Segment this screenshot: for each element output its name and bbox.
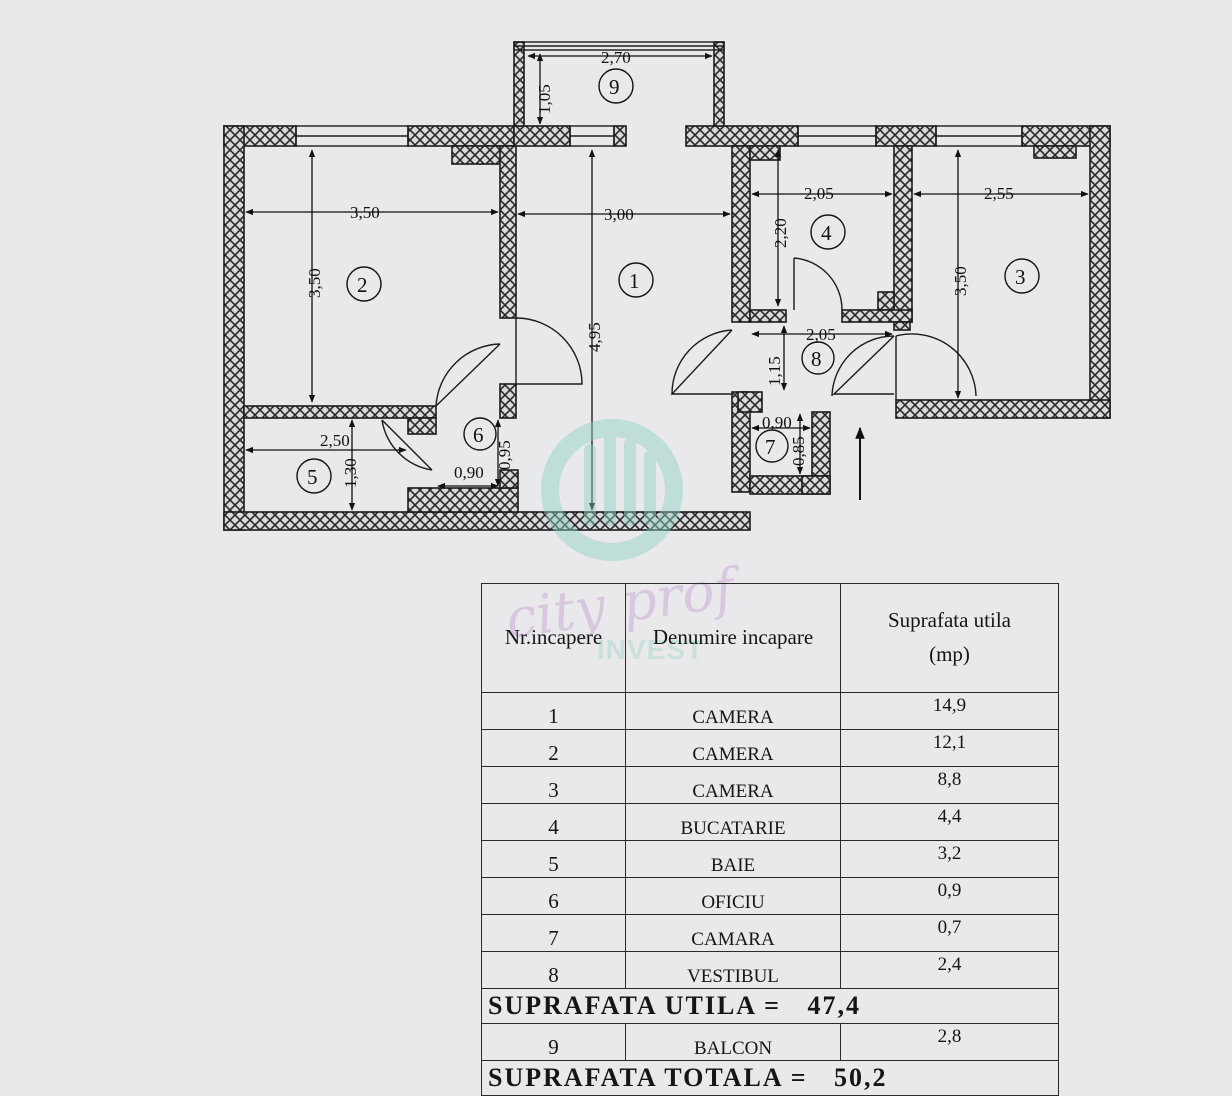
table-row: 4 BUCATARIE 4,4 <box>481 803 1059 841</box>
door-swings <box>381 257 977 471</box>
dim-room1-width: 3,00 <box>604 205 634 224</box>
dim-room2-width: 3,50 <box>350 203 380 222</box>
room-number-5: 5 <box>307 465 318 489</box>
row-nr: 1 <box>481 692 626 730</box>
total-value: 50,2 <box>834 1063 888 1092</box>
room-number-2: 2 <box>357 273 368 297</box>
row-nr: 9 <box>481 1023 626 1061</box>
table-row: 2 CAMERA 12,1 <box>481 729 1059 767</box>
row-nr: 8 <box>481 951 626 989</box>
dim-room8-width: 2,05 <box>806 325 836 344</box>
row-name: BUCATARIE <box>625 803 841 841</box>
subtotal-label: SUPRAFATA UTILA = <box>488 991 781 1020</box>
room-area-table: Nr.incapere Denumire incapare Suprafata … <box>481 583 1059 1096</box>
dim-room7-width: 0,90 <box>762 413 792 432</box>
table-row: 7 CAMARA 0,7 <box>481 914 1059 952</box>
dim-room4-width: 2,05 <box>804 184 834 203</box>
dim-room2-height: 3,50 <box>305 268 324 298</box>
header-name: Denumire incapare <box>625 583 841 693</box>
table-row: 1 CAMERA 14,9 <box>481 692 1059 730</box>
watermark-logo <box>541 419 683 561</box>
row-area: 14,9 <box>840 692 1059 730</box>
dim-room7-height: 0,85 <box>789 436 808 466</box>
row-nr: 4 <box>481 803 626 841</box>
table-row: 5 BAIE 3,2 <box>481 840 1059 878</box>
total-cell: SUPRAFATA TOTALA = 50,2 <box>481 1060 1059 1096</box>
row-name: CAMERA <box>625 729 841 767</box>
floor-plan: 2,70 1,05 3,50 3,50 3,00 4,95 2,05 2,20 … <box>223 41 1111 561</box>
total-row: SUPRAFATA TOTALA = 50,2 <box>481 1060 1059 1096</box>
row-nr: 5 <box>481 840 626 878</box>
row-name: VESTIBUL <box>625 951 841 989</box>
dimension-lines <box>245 52 1089 511</box>
room-number-8: 8 <box>811 347 822 371</box>
table-header-row: Nr.incapere Denumire incapare Suprafata … <box>481 583 1059 693</box>
room-number-3: 3 <box>1015 265 1026 289</box>
dim-room4-height: 2,20 <box>771 218 790 248</box>
room-number-4: 4 <box>821 221 832 245</box>
row-area: 3,2 <box>840 840 1059 878</box>
row-nr: 3 <box>481 766 626 804</box>
dim-balcony-depth: 1,05 <box>535 84 554 114</box>
subtotal-cell: SUPRAFATA UTILA = 47,4 <box>481 988 1059 1024</box>
dim-room5-height: 1,30 <box>341 458 360 488</box>
dim-room6-height: 0,95 <box>495 440 514 470</box>
row-name: CAMARA <box>625 914 841 952</box>
row-name: CAMERA <box>625 692 841 730</box>
balcony-row: 9 BALCON 2,8 <box>481 1023 1059 1061</box>
table-row: 8 VESTIBUL 2,4 <box>481 951 1059 989</box>
dim-room8-height: 1,15 <box>765 356 784 386</box>
dim-room3-width: 2,55 <box>984 184 1014 203</box>
row-name: OFICIU <box>625 877 841 915</box>
row-nr: 7 <box>481 914 626 952</box>
dim-balcony-width: 2,70 <box>601 48 631 67</box>
subtotal-row: SUPRAFATA UTILA = 47,4 <box>481 988 1059 1024</box>
row-area: 0,9 <box>840 877 1059 915</box>
header-nr: Nr.incapere <box>481 583 626 693</box>
dim-room1-height: 4,95 <box>585 322 604 352</box>
row-area: 8,8 <box>840 766 1059 804</box>
row-area: 2,4 <box>840 951 1059 989</box>
room-number-7: 7 <box>765 435 776 459</box>
room-number-9: 9 <box>609 75 620 99</box>
header-area: Suprafata utila (mp) <box>840 583 1059 693</box>
windows <box>295 41 1023 147</box>
room-number-6: 6 <box>473 423 484 447</box>
table-row: 3 CAMERA 8,8 <box>481 766 1059 804</box>
row-area: 2,8 <box>840 1023 1059 1061</box>
room-markers <box>296 68 1040 494</box>
row-name: CAMERA <box>625 766 841 804</box>
row-area: 4,4 <box>840 803 1059 841</box>
dim-room6-width: 0,90 <box>454 463 484 482</box>
room-number-1: 1 <box>629 269 640 293</box>
table-row: 6 OFICIU 0,9 <box>481 877 1059 915</box>
row-name: BALCON <box>625 1023 841 1061</box>
row-area: 12,1 <box>840 729 1059 767</box>
total-label: SUPRAFATA TOTALA = <box>488 1063 808 1092</box>
walls <box>223 41 1111 531</box>
subtotal-value: 47,4 <box>807 991 861 1020</box>
row-area: 0,7 <box>840 914 1059 952</box>
dim-room5-width: 2,50 <box>320 431 350 450</box>
row-nr: 6 <box>481 877 626 915</box>
row-name: BAIE <box>625 840 841 878</box>
dim-room3-height: 3,50 <box>951 266 970 296</box>
row-nr: 2 <box>481 729 626 767</box>
